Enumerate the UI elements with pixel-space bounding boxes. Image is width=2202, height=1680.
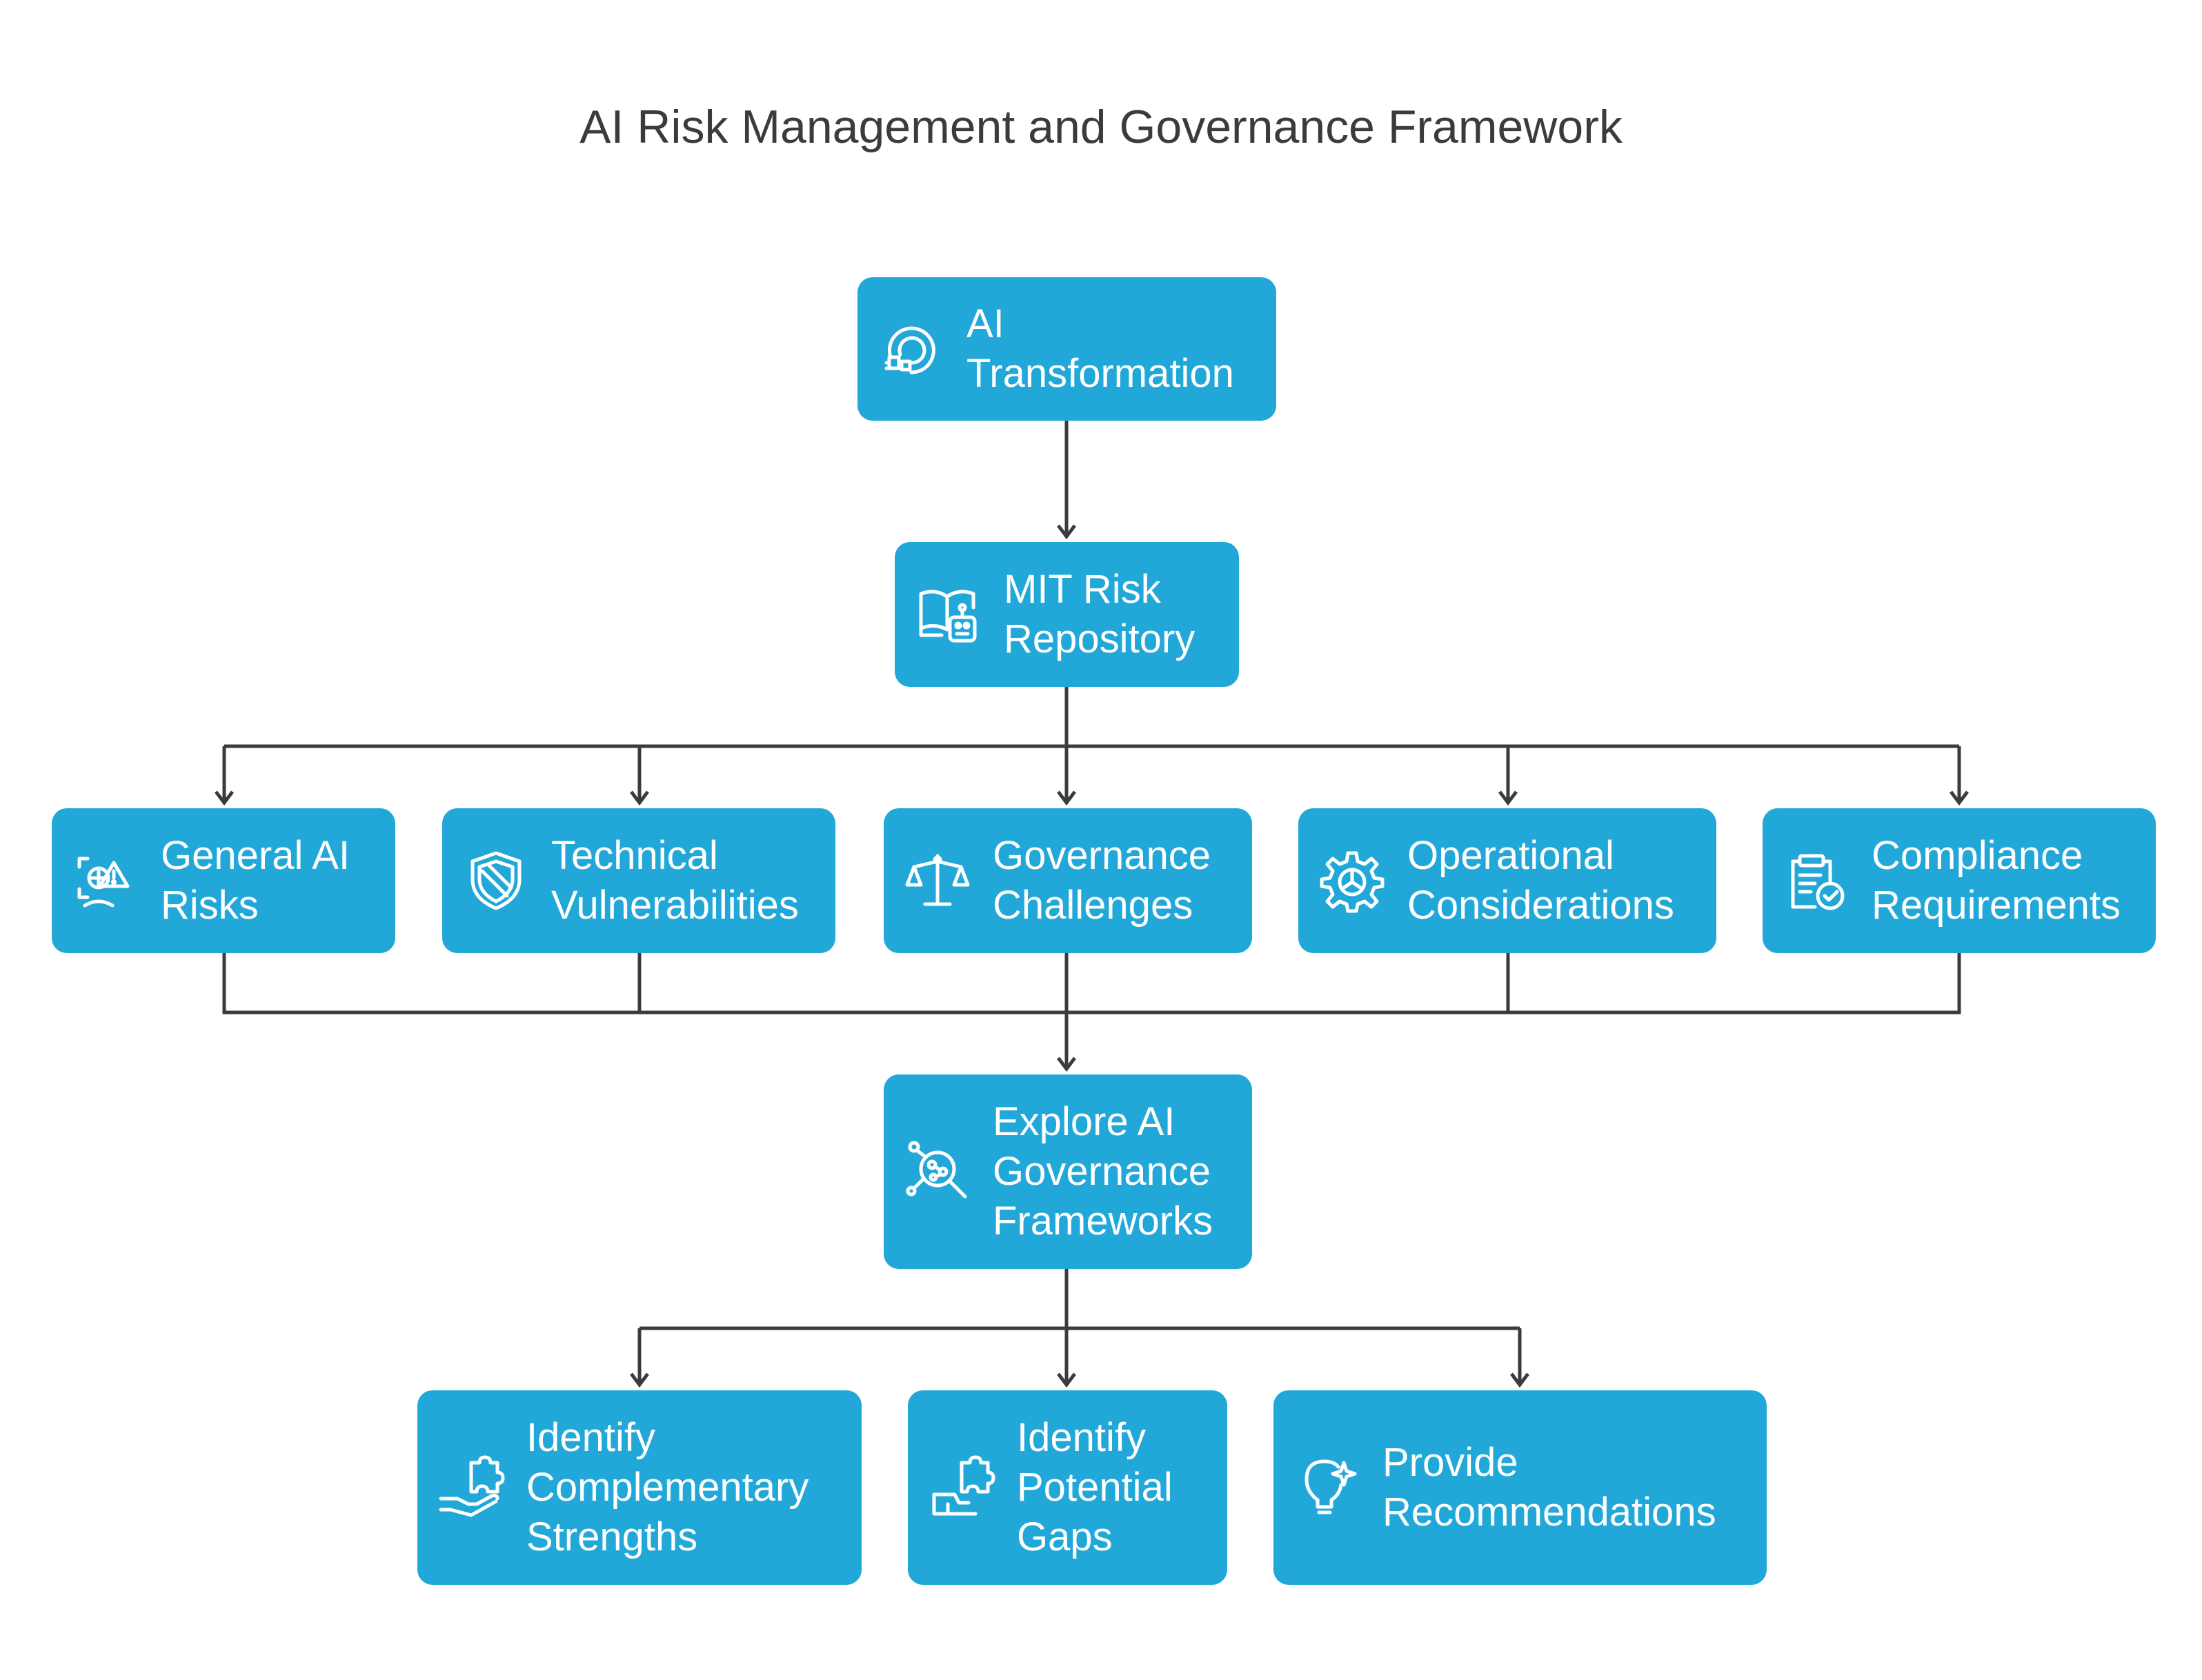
shield-icon [462,846,530,915]
arrowhead [1057,1057,1076,1072]
node-label: Identify Potential Gaps [1017,1415,1173,1559]
node-identify-potential-gaps[interactable]: Identify Potential Gaps [908,1390,1227,1585]
node-label: General AI Risks [161,833,350,928]
diagram-title: AI Risk Management and Governance Framew… [579,101,1623,153]
arrowhead [1057,524,1076,540]
node-technical-vulnerabilities[interactable]: Technical Vulnerabilities [442,808,835,953]
node-label: Operational Considerations [1407,833,1674,928]
book-robot-icon [914,580,983,649]
node-mit-risk-repository[interactable]: MIT Risk Repository [895,542,1239,687]
node-provide-recommendations[interactable]: Provide Recommendations [1273,1390,1767,1585]
node-label: Explore AI Governance Frameworks [993,1099,1213,1243]
node-explore-ai-governance-frameworks[interactable]: Explore AI Governance Frameworks [884,1074,1252,1269]
node-label: AI Transformation [966,301,1234,396]
node-ai-transformation[interactable]: AI Transformation [857,277,1276,421]
connector-categories-bus [222,953,1961,1014]
magnifier-network-icon [903,1137,972,1206]
magnet-gauge-icon [877,314,946,383]
hand-puzzle-icon [437,1453,506,1522]
node-label: Compliance Requirements [1872,833,2121,928]
ai-warning-icon [71,846,140,915]
clipboard-check-icon [1782,846,1851,915]
node-general-ai-risks[interactable]: General AI Risks [52,808,395,953]
node-label: MIT Risk Repository [1004,567,1196,661]
node-operational-considerations[interactable]: Operational Considerations [1298,808,1716,953]
scales-icon [903,846,972,915]
gear-icon [1318,846,1387,915]
node-label: Governance Challenges [993,833,1211,928]
node-identify-complementary-strengths[interactable]: Identify Complementary Strengths [417,1390,862,1585]
node-label: Provide Recommendations [1382,1440,1716,1534]
node-governance-challenges[interactable]: Governance Challenges [884,808,1252,953]
node-label: Identify Complementary Strengths [526,1415,809,1559]
puzzle-piece-icon [927,1453,996,1522]
node-compliance-requirements[interactable]: Compliance Requirements [1763,808,2156,953]
lightbulb-icon [1293,1453,1362,1522]
node-label: Technical Vulnerabilities [551,833,799,928]
